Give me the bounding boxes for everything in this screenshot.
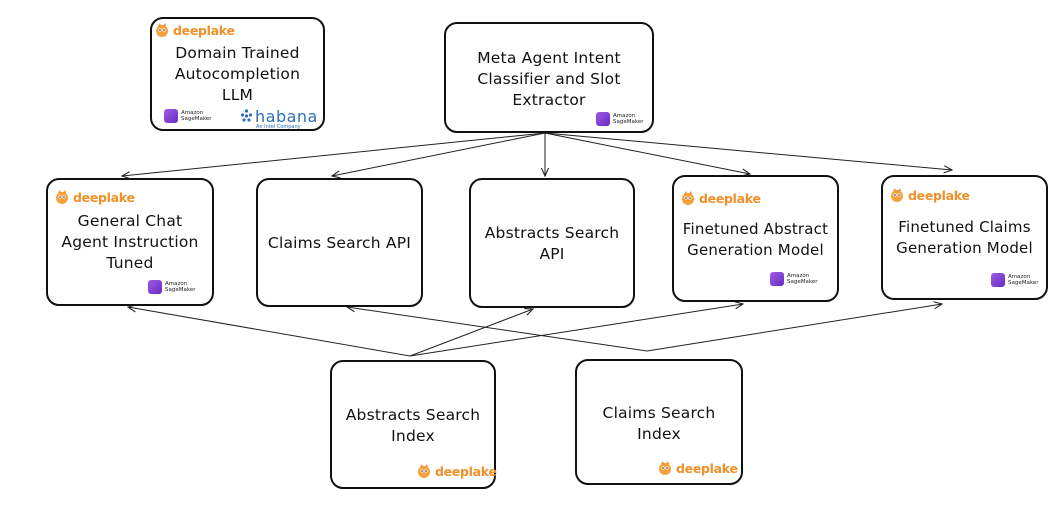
edge-abstracts-index-to-general-chat bbox=[128, 307, 411, 357]
node-claims-search-index: Claims Search Index deeplake bbox=[575, 359, 743, 485]
edge-claims-index-to-finetuned-claims bbox=[646, 304, 942, 352]
node-label: Claims Search Index bbox=[602, 404, 716, 443]
sagemaker-logo-icon bbox=[770, 272, 784, 286]
sagemaker-logo-icon bbox=[148, 280, 162, 294]
habana-logo: habana An Intel Company bbox=[240, 107, 318, 130]
sagemaker-logo-text: Amazon SageMaker bbox=[613, 113, 644, 125]
deeplake-logo-text: deeplake bbox=[173, 22, 235, 38]
habana-logo-text: habana bbox=[255, 107, 318, 126]
sagemaker-logo-icon bbox=[991, 273, 1005, 287]
deeplake-logo-text: deeplake bbox=[699, 190, 761, 206]
edge-claims-index-to-claims-api bbox=[347, 307, 648, 352]
node-finetuned-claims-model: deeplake Finetuned Claims Generation Mod… bbox=[881, 175, 1048, 300]
deeplake-logo: deeplake bbox=[657, 460, 738, 476]
node-claims-search-api: Claims Search API bbox=[256, 178, 423, 307]
edge-meta-to-finetuned-abstract bbox=[544, 132, 750, 174]
sagemaker-logo-text: Amazon SageMaker bbox=[165, 281, 196, 293]
node-abstracts-search-api: Abstracts Search API bbox=[469, 178, 635, 308]
node-label: Meta Agent Intent Classifier and Slot Ex… bbox=[477, 49, 621, 109]
deeplake-logo: deeplake bbox=[680, 190, 761, 206]
deeplake-logo: deeplake bbox=[889, 187, 970, 203]
node-label: Abstracts Search Index bbox=[345, 406, 481, 445]
deeplake-logo: deeplake bbox=[154, 22, 235, 38]
node-general-chat-agent: deeplake General Chat Agent Instruction … bbox=[46, 178, 214, 306]
deeplake-logo-icon bbox=[682, 191, 694, 205]
node-label: Finetuned Abstract Generation Model bbox=[682, 220, 829, 259]
edge-meta-to-general-chat bbox=[122, 132, 546, 176]
habana-logo-icon bbox=[240, 109, 253, 122]
sagemaker-logo-text: Amazon SageMaker bbox=[181, 110, 212, 122]
deeplake-logo-text: deeplake bbox=[73, 189, 135, 205]
node-label: Claims Search API bbox=[267, 234, 412, 252]
deeplake-logo: deeplake bbox=[54, 189, 135, 205]
deeplake-logo-icon bbox=[56, 190, 68, 204]
sagemaker-logo: Amazon SageMaker bbox=[770, 272, 818, 286]
deeplake-logo-text: deeplake bbox=[435, 463, 497, 479]
node-finetuned-abstract-model: deeplake Finetuned Abstract Generation M… bbox=[672, 175, 839, 302]
edge-abstracts-index-to-abstracts-api bbox=[409, 309, 533, 357]
deeplake-logo-text: deeplake bbox=[676, 460, 738, 476]
node-domain-trained-llm: deeplake Domain Trained Autocompletion L… bbox=[150, 17, 325, 131]
node-label: Finetuned Claims Generation Model bbox=[896, 218, 1033, 257]
edge-meta-to-claims-api bbox=[332, 132, 546, 176]
sagemaker-logo-text: Amazon SageMaker bbox=[1008, 274, 1039, 286]
sagemaker-logo-icon bbox=[596, 112, 610, 126]
deeplake-logo-icon bbox=[418, 464, 430, 478]
sagemaker-logo: Amazon SageMaker bbox=[164, 109, 212, 123]
habana-logo-subtext: An Intel Company bbox=[256, 124, 301, 130]
sagemaker-logo: Amazon SageMaker bbox=[991, 273, 1039, 287]
node-label: Domain Trained Autocompletion LLM bbox=[174, 44, 301, 104]
node-meta-agent: Meta Agent Intent Classifier and Slot Ex… bbox=[444, 22, 654, 133]
node-abstracts-search-index: Abstracts Search Index deeplake bbox=[330, 360, 497, 489]
node-label: General Chat Agent Instruction Tuned bbox=[61, 212, 199, 272]
deeplake-logo-icon bbox=[156, 23, 168, 37]
sagemaker-logo-icon bbox=[164, 109, 178, 123]
sagemaker-logo: Amazon SageMaker bbox=[596, 112, 644, 126]
sagemaker-logo-text: Amazon SageMaker bbox=[787, 273, 818, 285]
deeplake-logo-text: deeplake bbox=[908, 187, 970, 203]
edge-meta-to-finetuned-claims bbox=[544, 132, 952, 170]
deeplake-logo-icon bbox=[659, 461, 671, 475]
deeplake-logo-icon bbox=[891, 188, 903, 202]
deeplake-logo: deeplake bbox=[416, 463, 497, 479]
node-label: Abstracts Search API bbox=[484, 224, 620, 263]
sagemaker-logo: Amazon SageMaker bbox=[148, 280, 196, 294]
edge-abstracts-index-to-finetuned-abstract bbox=[409, 304, 743, 357]
